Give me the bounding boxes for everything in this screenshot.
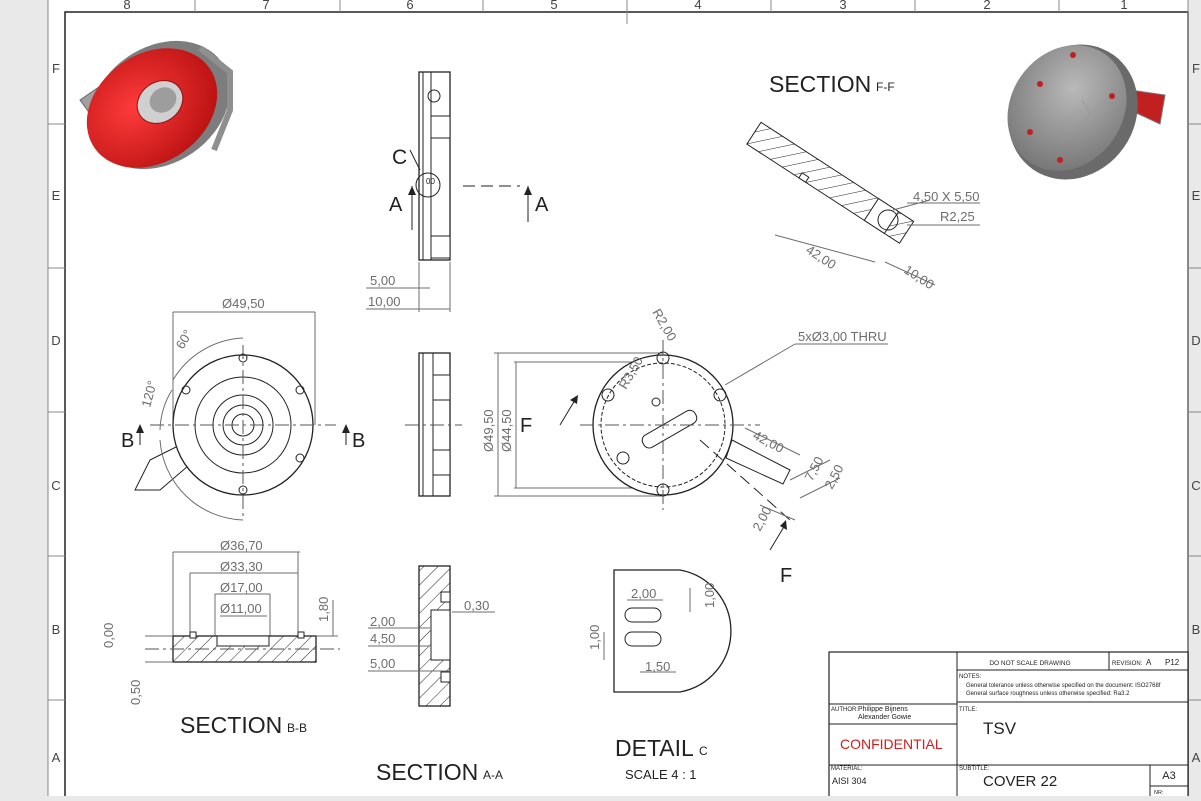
- aa-dim-450: 4,50: [370, 631, 395, 646]
- author-label: AUTHOR:: [831, 707, 858, 713]
- row-b-right: B: [1192, 622, 1201, 637]
- front-dim-dia: Ø49,50: [222, 296, 265, 311]
- bb-dim-3330: Ø33,30: [220, 559, 263, 574]
- sheet-size: A3: [1162, 770, 1175, 782]
- row-c-left: C: [51, 478, 60, 493]
- aa-dim-200: 2,00: [370, 614, 395, 629]
- section-ff-title: SECTION: [769, 71, 871, 97]
- note-roughness: General surface roughness unless otherwi…: [966, 691, 1130, 697]
- section-aa-view: 2,00 4,50 5,00 0,30 SECTION A-A: [368, 565, 503, 785]
- number-label: NR:: [1154, 790, 1164, 796]
- detail-dim-100-right: 1,00: [702, 583, 717, 608]
- row-c-right: C: [1191, 478, 1200, 493]
- col-1: 1: [1120, 0, 1127, 12]
- author-1: Philippe Bijnens: [858, 706, 908, 713]
- front-angle-120: 120°: [138, 379, 159, 409]
- detail-dim-100-left: 1,00: [587, 625, 602, 650]
- side-view: 00 C A A 5,00 10,00: [366, 71, 549, 312]
- ff-dim-slot: 4,50 X 5,50: [913, 189, 980, 204]
- bb-dim-3670: Ø36,70: [220, 538, 263, 553]
- section-ff-view: SECTION F-F 4,50 X 5,50 R2,25 42,00 10,0…: [746, 71, 980, 292]
- row-f-right: F: [1192, 61, 1200, 76]
- section-aa-title: SECTION: [376, 759, 478, 785]
- right-view: Ø49,50 Ø44,50 F F R2,00 R3,50 5xØ3,00 TH…: [481, 306, 888, 587]
- isometric-render-red: [79, 40, 233, 170]
- row-d-right: D: [1191, 333, 1200, 348]
- section-bb-title: SECTION: [180, 712, 282, 738]
- section-bb-view: Ø36,70 Ø33,30 Ø17,00 Ø11,00 1,80 0,00 0,…: [101, 538, 340, 738]
- row-f-left: F: [52, 61, 60, 76]
- author-2: Alexander Gowie: [858, 714, 911, 721]
- col-5: 5: [550, 0, 557, 12]
- row-e-left: E: [52, 188, 61, 203]
- bb-dim-000: 0,00: [101, 623, 116, 648]
- front-view: Ø49,50 60° 120° B B: [121, 296, 365, 521]
- col-8: 8: [123, 0, 130, 12]
- revision-value: A: [1146, 658, 1152, 667]
- aa-dim-500: 5,00: [370, 656, 395, 671]
- title-block: DO NOT SCALE DRAWING REVISION: A P12 NOT…: [828, 651, 1189, 801]
- section-b-arrow-left: B: [121, 430, 134, 452]
- side-dim-10: 10,00: [368, 294, 401, 309]
- bb-dim-1100: Ø11,00: [220, 601, 262, 616]
- right-dim-4450: Ø44,50: [499, 409, 514, 452]
- col-2: 2: [983, 0, 990, 12]
- svg-text:00: 00: [426, 177, 435, 186]
- part-number: P12: [1165, 658, 1180, 667]
- right-dim-4950: Ø49,50: [481, 409, 496, 452]
- row-d-left: D: [51, 333, 60, 348]
- section-a-arrow-left: A: [389, 194, 403, 216]
- bb-dim-1700: Ø17,00: [220, 580, 263, 595]
- row-labels: F E D C B A F E D C B A: [48, 61, 1201, 765]
- do-not-scale-text: DO NOT SCALE DRAWING: [989, 660, 1070, 667]
- middle-side-view: [405, 352, 462, 497]
- side-dim-5: 5,00: [370, 273, 395, 288]
- col-7: 7: [262, 0, 269, 12]
- ff-dim-radius: R2,25: [940, 209, 975, 224]
- note-tolerance: General tolerance unless otherwise speci…: [966, 683, 1161, 689]
- section-b-arrow-right: B: [352, 430, 365, 452]
- section-aa-tag: A-A: [483, 768, 503, 782]
- bb-dim-180: 1,80: [316, 597, 331, 622]
- detail-c-tag: C: [699, 744, 708, 758]
- detail-c-callout: C: [392, 146, 407, 169]
- row-a-left: A: [52, 750, 61, 765]
- section-ff-tag: F-F: [876, 80, 895, 94]
- section-bb-tag: B-B: [287, 721, 307, 735]
- section-f-arrow-bottom: F: [780, 565, 792, 587]
- row-b-left: B: [52, 622, 61, 637]
- aa-dim-030: 0,30: [464, 598, 489, 613]
- section-f-arrow-left: F: [520, 415, 532, 437]
- right-dim-holes: 5xØ3,00 THRU: [798, 329, 887, 344]
- drawing-subtitle: COVER 22: [983, 773, 1057, 790]
- col-4: 4: [694, 0, 701, 12]
- row-a-right: A: [1192, 750, 1201, 765]
- bb-dim-050: 0,50: [128, 680, 143, 705]
- row-e-right: E: [1192, 188, 1201, 203]
- title-label: TITLE:: [959, 707, 977, 713]
- col-6: 6: [406, 0, 413, 12]
- confidential-stamp: CONFIDENTIAL: [840, 736, 943, 752]
- detail-dim-200: 2,00: [631, 586, 656, 601]
- material-value: AISI 304: [832, 776, 867, 786]
- drawing-title: TSV: [983, 719, 1017, 738]
- detail-dim-150: 1,50: [645, 659, 670, 674]
- revision-label: REVISION:: [1112, 661, 1143, 667]
- section-a-arrow-right: A: [535, 194, 549, 216]
- detail-c-view: 2,00 1,00 1,00 1,50 DETAIL C SCALE 4 : 1: [587, 569, 732, 782]
- detail-c-title: DETAIL: [615, 735, 694, 761]
- col-3: 3: [839, 0, 846, 12]
- notes-label: NOTES:: [959, 674, 982, 680]
- isometric-render-grey: [1007, 44, 1166, 180]
- subtitle-label: SUBTITLE:: [959, 766, 990, 772]
- material-label: MATERIAL:: [831, 766, 863, 772]
- column-labels: 8 7 6 5 4 3 2 1: [123, 0, 1128, 24]
- detail-c-scale: SCALE 4 : 1: [625, 767, 697, 782]
